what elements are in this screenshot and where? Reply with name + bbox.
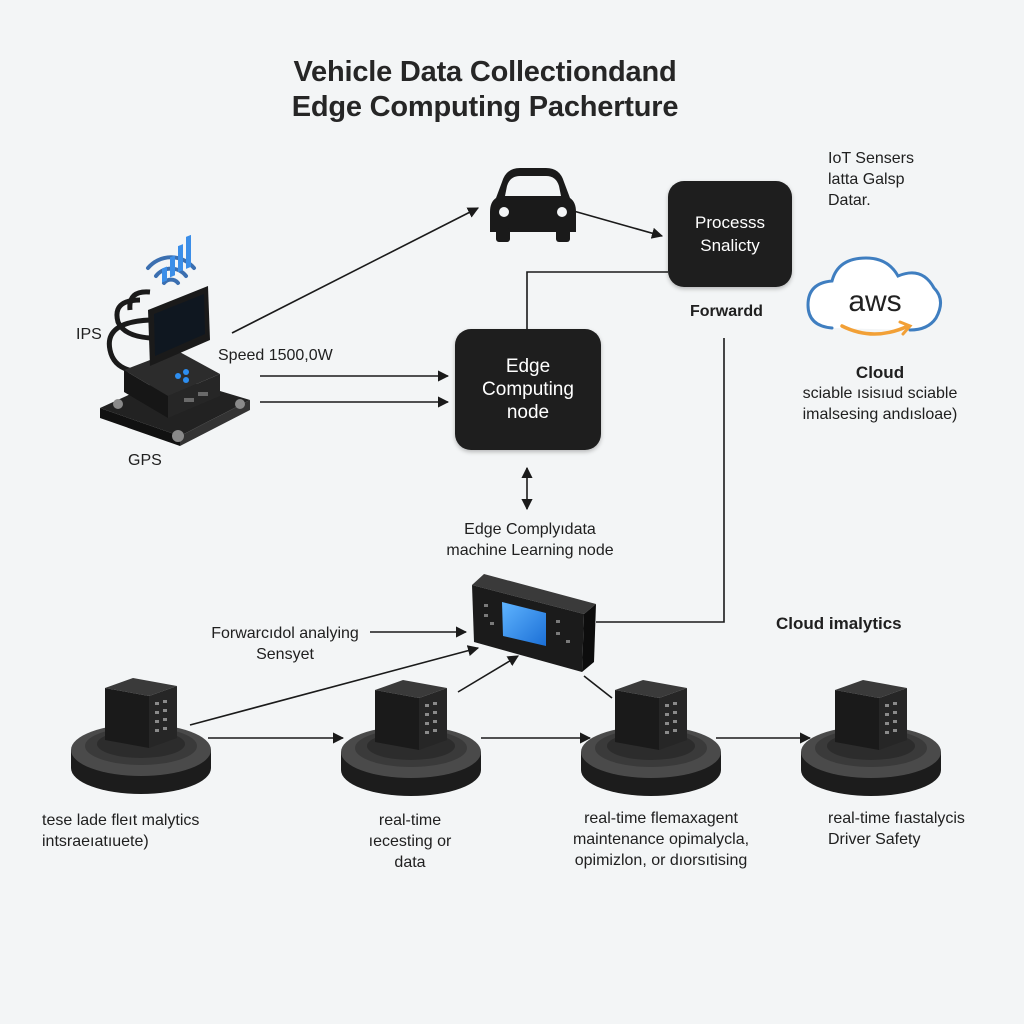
node-1-line-2: intsraeıatıuete) [42, 833, 149, 850]
edge-node-1-icon [71, 678, 211, 794]
edge-box-line-2: Computing [482, 379, 574, 400]
edge-node-3-icon [581, 680, 721, 796]
line-gateway-to-node3 [583, 675, 613, 699]
edge-description: Edge Complyıdata machine Learning node [420, 519, 640, 561]
node-4-caption: real-time fıastalycis Driver Safety [828, 808, 965, 850]
edge-box-line-3: node [506, 402, 550, 423]
arrow-car-to-process [569, 209, 664, 239]
aws-cloud-icon: aws [806, 256, 942, 336]
node-2-line-1: real-time [378, 812, 442, 829]
edge-nodes-layer [71, 678, 941, 796]
line-process-to-gateway [596, 338, 725, 623]
node-3-line-1: real-time flemaxagent [584, 810, 738, 827]
title-line-1: Vehicle Data Collectiondand [293, 56, 677, 88]
cloud-line-2: imalsesing andısloae) [802, 406, 958, 423]
forward-label: Forwardd [690, 303, 763, 320]
cloud-description: Cloud sciable ısisıud sciable imalsesing… [770, 362, 990, 425]
node-2-line-2: ıecesting or [368, 833, 452, 850]
aws-logo-text: aws [848, 285, 901, 318]
node-4-line-1: real-time fıastalycis [828, 810, 965, 827]
node-3-caption: real-time flemaxagent maintenance opimal… [546, 808, 776, 871]
line-edge-to-process [526, 271, 668, 330]
iot-line-1: IoT Sensers [828, 150, 914, 167]
node-2-caption: real-time ıecesting or data [330, 810, 490, 873]
node-4-line-2: Driver Safety [828, 831, 921, 848]
arrow-node2-to-gateway [457, 655, 519, 693]
process-box-line-1: Processs [695, 213, 765, 232]
speed-label: Speed 1500,0W [218, 347, 333, 364]
edge-gateway-device-icon [472, 574, 596, 672]
gps-label: GPS [128, 452, 162, 469]
cloud-analytics-label: Cloud imalytics [776, 614, 902, 633]
diagram-title: Vehicle Data Collectiondand Edge Computi… [0, 56, 970, 124]
node-1-line-1: tese lade fleıt malytics [42, 812, 200, 829]
arrow-node1-to-gateway [189, 645, 480, 726]
node-1-caption: tese lade fleıt malytics intsraeıatıuete… [42, 810, 199, 852]
process-box: Processs Snalicty [668, 181, 792, 287]
forward-analyzing-label: Forwarcıdol analying Sensyet [195, 623, 375, 665]
node-2-line-3: data [394, 854, 426, 871]
iot-sensors-label: IoT Sensers latta Galsp Datar. [828, 148, 914, 211]
arrow-device-to-car [231, 207, 479, 334]
forward-analyzing-line-2: Sensyet [256, 646, 314, 663]
edge-computing-node-box: Edge Computing node [455, 329, 601, 450]
telematics-device-icon [100, 234, 250, 446]
edge-node-2-icon [341, 680, 481, 796]
forward-analyzing-line-1: Forwarcıdol analying [211, 625, 359, 642]
node-3-line-3: opimizlon, or dıorsıtising [574, 852, 748, 869]
ips-label: IPS [76, 326, 102, 343]
node-3-line-2: maintenance opimalycla, [572, 831, 750, 848]
iot-line-2: latta Galsp [828, 171, 905, 188]
edge-node-4-icon [801, 680, 941, 796]
edge-desc-line-1: Edge Complyıdata [464, 521, 596, 538]
edge-box-line-1: Edge [505, 356, 551, 377]
car-icon [490, 168, 576, 242]
cloud-line-1: sciable ısisıud sciable [802, 385, 958, 402]
process-box-line-2: Snalicty [700, 236, 760, 255]
connectors [189, 207, 812, 744]
title-line-2: Edge Computing Pacherture [291, 91, 679, 123]
iot-line-3: Datar. [828, 192, 871, 209]
edge-desc-line-2: machine Learning node [446, 542, 614, 559]
cloud-title: Cloud [855, 363, 905, 382]
